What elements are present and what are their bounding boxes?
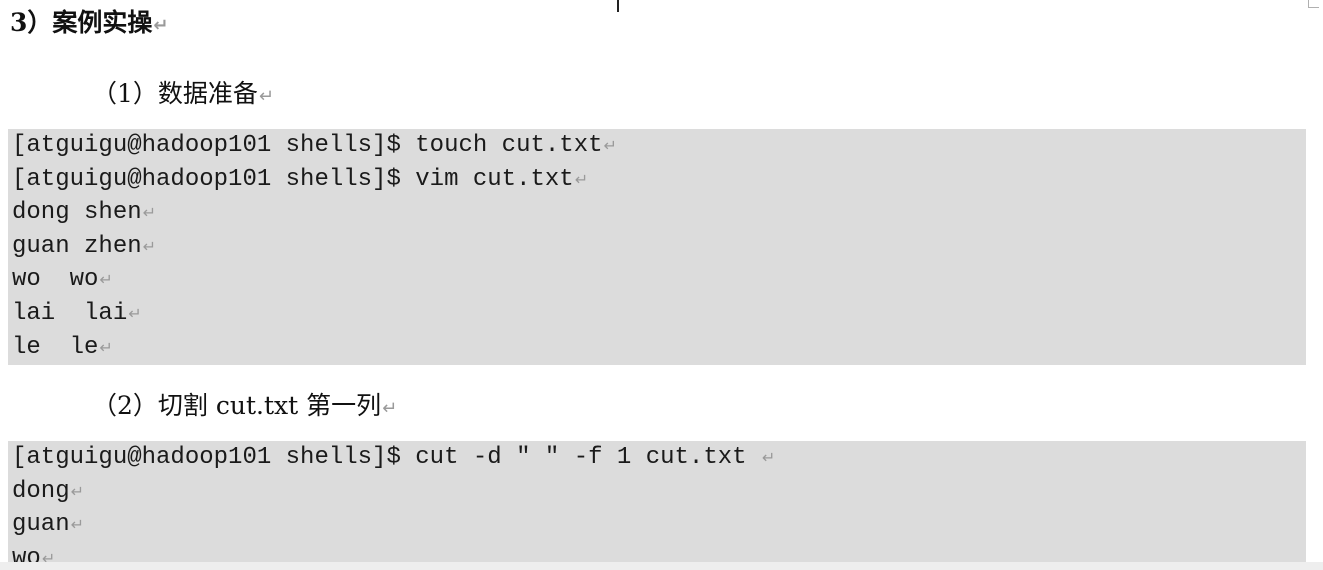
code-line-text: wo bbox=[12, 544, 41, 563]
paragraph-mark-icon: ↵ bbox=[99, 337, 113, 357]
code-line: [atguigu@hadoop101 shells]$ touch cut.tx… bbox=[12, 129, 1306, 163]
code-line-text: le le bbox=[12, 333, 99, 361]
paragraph-mark-icon: ↵ bbox=[128, 303, 142, 323]
paragraph-mark-icon: ↵ bbox=[603, 136, 617, 155]
step2-heading-text: （2）切割 cut.txt 第一列 bbox=[92, 391, 382, 420]
paragraph-mark-icon: ↵ bbox=[258, 86, 275, 107]
paragraph-mark-icon: ↵ bbox=[70, 481, 85, 501]
code-line: guan zhen↵ bbox=[12, 230, 1306, 264]
code-line: dong shen↵ bbox=[12, 196, 1306, 230]
code-line-text: guan bbox=[12, 511, 70, 539]
code-line: wo wo↵ bbox=[12, 263, 1306, 297]
code-line-text: [atguigu@hadoop101 shells]$ touch cut.tx… bbox=[12, 132, 603, 159]
code-line-text: dong shen bbox=[12, 199, 142, 227]
code-line-text: [atguigu@hadoop101 shells]$ vim cut.txt bbox=[12, 165, 574, 193]
code-line: wo↵ bbox=[12, 542, 1306, 563]
code-line: dong↵ bbox=[12, 475, 1306, 509]
step2-heading: （2）切割 cut.txt 第一列↵ bbox=[92, 386, 397, 429]
code-line: le le↵ bbox=[12, 331, 1306, 365]
code-line-text: wo wo bbox=[12, 266, 99, 294]
code-line: guan↵ bbox=[12, 508, 1306, 542]
code-block-cut: [atguigu@hadoop101 shells]$ cut -d " " -… bbox=[8, 441, 1306, 563]
paragraph-mark-icon: ↵ bbox=[574, 169, 589, 189]
paragraph-mark-icon: ↵ bbox=[142, 236, 157, 256]
code-line-text: [atguigu@hadoop101 shells]$ cut -d " " -… bbox=[12, 444, 761, 471]
step1-heading-text: （1）数据准备 bbox=[92, 79, 258, 108]
code-line: lai lai↵ bbox=[12, 297, 1306, 331]
step1-heading: （1）数据准备↵ bbox=[92, 74, 274, 117]
section-heading: 3）案例实操↵ bbox=[10, 3, 169, 46]
bottom-bar bbox=[0, 562, 1323, 570]
paragraph-mark-icon: ↵ bbox=[761, 448, 776, 467]
code-block-prepare: [atguigu@hadoop101 shells]$ touch cut.tx… bbox=[8, 129, 1306, 365]
paragraph-mark-icon: ↵ bbox=[99, 270, 113, 290]
paragraph-mark-icon: ↵ bbox=[382, 398, 398, 419]
text-cursor bbox=[617, 0, 619, 12]
paragraph-mark-icon: ↵ bbox=[70, 515, 85, 535]
code-line-text: guan zhen bbox=[12, 232, 142, 260]
paragraph-mark-icon: ↵ bbox=[142, 203, 157, 223]
code-line-text: lai lai bbox=[12, 299, 128, 327]
paragraph-mark-icon: ↵ bbox=[153, 15, 169, 36]
code-line-text: dong bbox=[12, 477, 70, 505]
page-corner-marker bbox=[1308, 0, 1319, 8]
section-heading-text: 3）案例实操 bbox=[10, 8, 153, 37]
code-line: [atguigu@hadoop101 shells]$ cut -d " " -… bbox=[12, 441, 1306, 475]
code-line: [atguigu@hadoop101 shells]$ vim cut.txt↵ bbox=[12, 163, 1306, 197]
paragraph-mark-icon: ↵ bbox=[41, 548, 56, 563]
